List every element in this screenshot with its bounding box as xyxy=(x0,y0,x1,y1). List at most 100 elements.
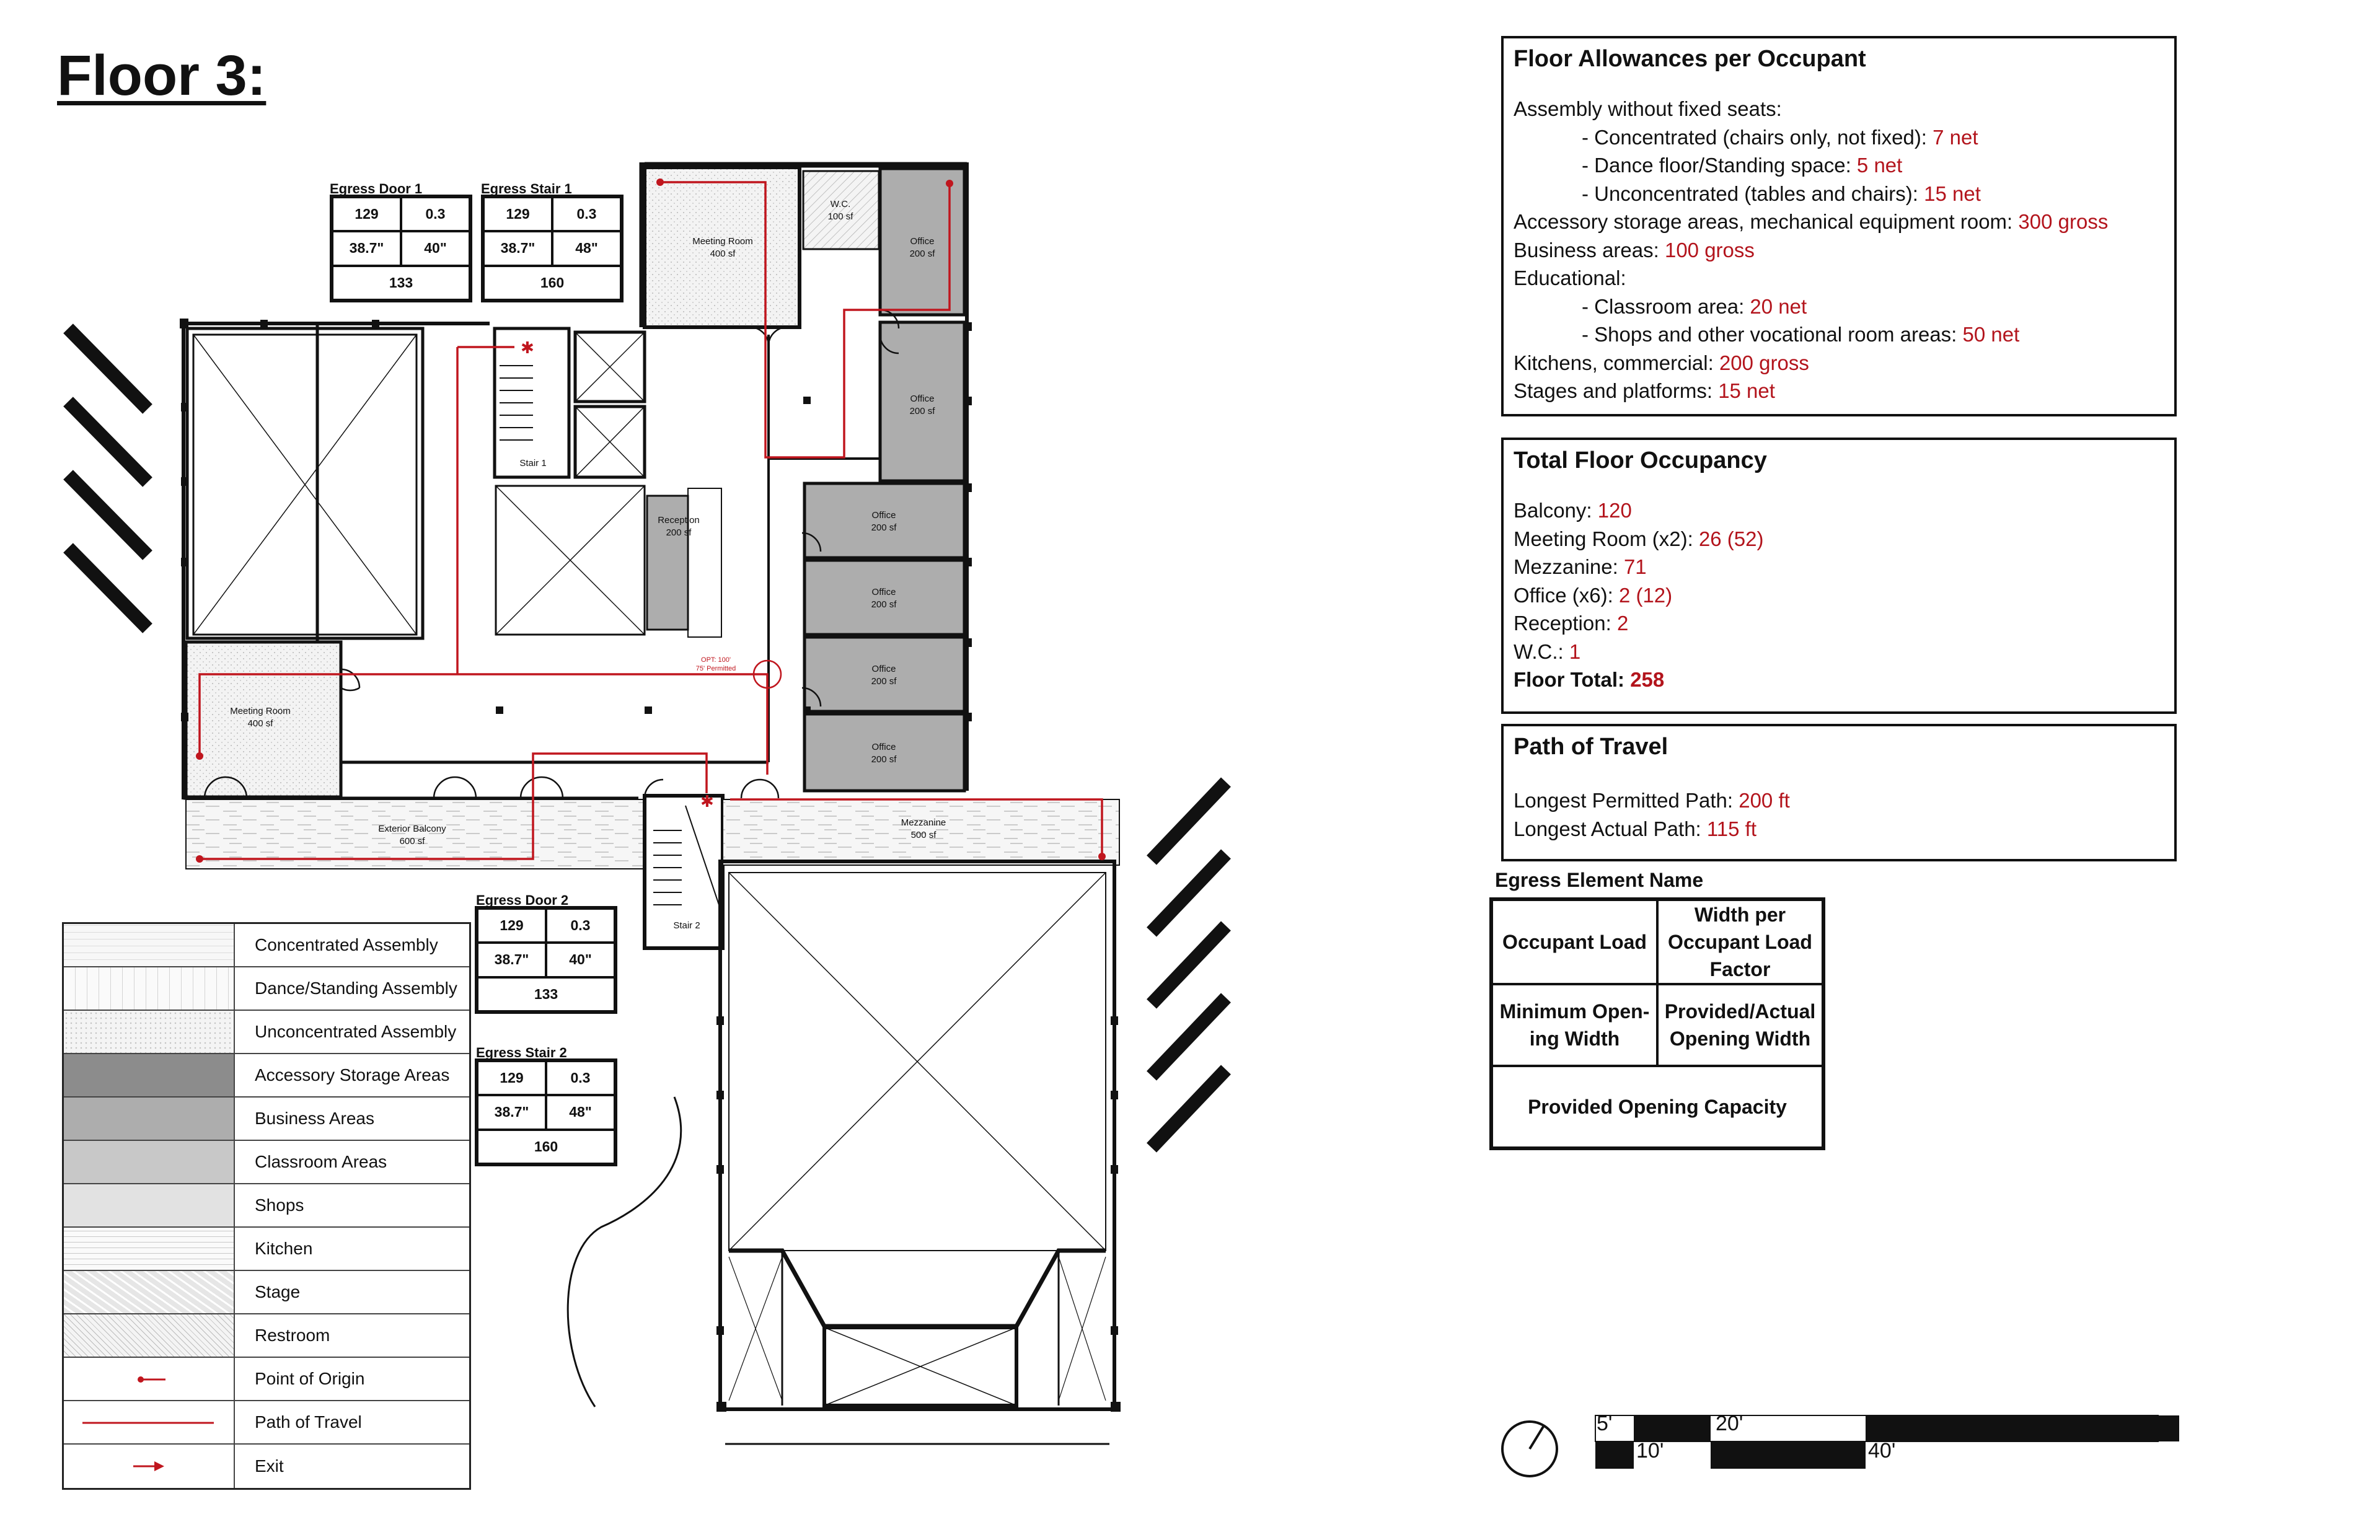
allowance-line: Accessory storage areas, mechanical equi… xyxy=(1514,210,2109,233)
svg-text:✱: ✱ xyxy=(700,793,714,811)
egress-cell-capacity: 160 xyxy=(477,1129,615,1164)
room-label: W.C.100 sf xyxy=(827,199,853,222)
legend-item: Exit xyxy=(64,1445,469,1488)
key-occupant-load: Occupant Load xyxy=(1492,900,1657,984)
origin-icon xyxy=(138,1376,165,1383)
occupancy-line: Balcony: 120 xyxy=(1514,499,1632,522)
panel-title: Total Floor Occupancy xyxy=(1514,447,1767,473)
room-label: Stair 2 xyxy=(673,920,700,931)
egress-cell-provided: 40" xyxy=(401,231,470,266)
egress-table-name: Egress Door 2 xyxy=(476,892,569,908)
allowance-line: Business areas: 100 gross xyxy=(1514,238,1755,262)
legend-label: Classroom Areas xyxy=(255,1152,387,1171)
legend-label: Business Areas xyxy=(255,1109,374,1128)
path-line-icon xyxy=(82,1422,214,1424)
scale-label: 10' xyxy=(1636,1439,1664,1463)
key-min-width: Minimum Open- ing Width xyxy=(1492,984,1657,1066)
legend-item: Dance/Standing Assembly xyxy=(64,967,469,1011)
egress-cell-provided: 48" xyxy=(546,1095,615,1130)
legend-item: Restroom xyxy=(64,1314,469,1358)
scale-label: 5' xyxy=(1597,1412,1613,1435)
egress-cell-min: 38.7" xyxy=(477,1095,546,1130)
occupancy-line: Meeting Room (x2): 26 (52) xyxy=(1514,527,1764,550)
egress-cell-capacity: 160 xyxy=(483,265,621,300)
exit-arrow-icon xyxy=(133,1461,164,1471)
allowance-line: Kitchens, commercial: 200 gross xyxy=(1514,351,1809,374)
egress-table-name: Egress Stair 1 xyxy=(481,181,572,196)
egress-key: Occupant Load Width per Occupant Load Fa… xyxy=(1489,897,1825,1150)
occupancy-line: Office (x6): 2 (12) xyxy=(1514,583,1673,607)
legend-item: Accessory Storage Areas xyxy=(64,1054,469,1098)
panel-title: Floor Allowances per Occupant xyxy=(1514,46,1866,72)
occupancy-line: Reception: 2 xyxy=(1514,612,1629,635)
legend-item: Point of Origin xyxy=(64,1358,469,1401)
allowance-line: Stages and platforms: 15 net xyxy=(1514,379,1775,402)
site-hatch-left xyxy=(63,323,152,633)
key-capacity: Provided Opening Capacity xyxy=(1492,1066,1823,1148)
legend-item: Kitchen xyxy=(64,1228,469,1271)
egress-table-name: Egress Door 1 xyxy=(330,181,423,196)
legend-swatch xyxy=(64,1184,235,1226)
allowance-line: Assembly without fixed seats: xyxy=(1514,97,1782,120)
allowance-line: - Unconcentrated (tables and chairs): 15… xyxy=(1582,182,1981,205)
egress-cell-provided: 40" xyxy=(546,943,615,977)
floor-total: Floor Total: 258 xyxy=(1514,668,1665,691)
scale-label: 40' xyxy=(1868,1439,1896,1463)
legend-swatch xyxy=(64,967,235,1010)
egress-cell-min: 38.7" xyxy=(483,231,552,266)
path-of-travel-panel: Path of Travel Longest Permitted Path: 2… xyxy=(1501,724,2177,861)
legend-item: Concentrated Assembly xyxy=(64,924,469,967)
allowance-line: - Shops and other vocational room areas:… xyxy=(1582,323,2020,346)
occupancy-line: Mezzanine: 71 xyxy=(1514,555,1647,578)
egress-cell-provided: 48" xyxy=(552,231,621,266)
egress-cell-min: 38.7" xyxy=(332,231,401,266)
legend-swatch xyxy=(64,1141,235,1183)
page-title: Floor 3: xyxy=(57,44,267,107)
legend-item: Business Areas xyxy=(64,1098,469,1141)
panel-title: Path of Travel xyxy=(1514,734,1668,760)
legend-swatch xyxy=(64,1228,235,1270)
egress-cell-factor: 0.3 xyxy=(546,909,615,943)
egress-cell-factor: 0.3 xyxy=(546,1061,615,1096)
legend-swatch xyxy=(64,1054,235,1096)
legend-item: Shops xyxy=(64,1184,469,1228)
legend-swatch xyxy=(64,1314,235,1357)
site-hatch-right xyxy=(1147,777,1231,1153)
legend-label: Restroom xyxy=(255,1326,330,1345)
scale-label: 20' xyxy=(1716,1412,1743,1435)
legend-swatch xyxy=(64,1445,235,1488)
key-width-factor: Width per Occupant Load Factor xyxy=(1657,900,1823,984)
allowance-line: Educational: xyxy=(1514,266,1626,289)
legend-item: Classroom Areas xyxy=(64,1141,469,1184)
path-line: Longest Actual Path: 115 ft xyxy=(1514,817,1757,840)
legend-swatch xyxy=(64,1011,235,1053)
floor-allowances-panel: Floor Allowances per Occupant Assembly w… xyxy=(1501,36,2177,416)
legend-item: Stage xyxy=(64,1271,469,1314)
legend-swatch xyxy=(64,924,235,966)
legend-swatch xyxy=(64,1358,235,1400)
legend-label: Dance/Standing Assembly xyxy=(255,979,457,998)
legend-swatch xyxy=(64,1271,235,1313)
travel-distance-note: OPT: 100'75' Permitted xyxy=(695,656,736,672)
legend-label: Point of Origin xyxy=(255,1369,365,1388)
legend-label: Kitchen xyxy=(255,1239,313,1258)
egress-table-name: Egress Stair 2 xyxy=(476,1045,567,1060)
legend-label: Concentrated Assembly xyxy=(255,935,438,954)
legend-swatch xyxy=(64,1401,235,1443)
occupancy-line: W.C.: 1 xyxy=(1514,640,1581,663)
legend-label: Path of Travel xyxy=(255,1412,362,1432)
egress-cell-load: 129 xyxy=(483,197,552,232)
